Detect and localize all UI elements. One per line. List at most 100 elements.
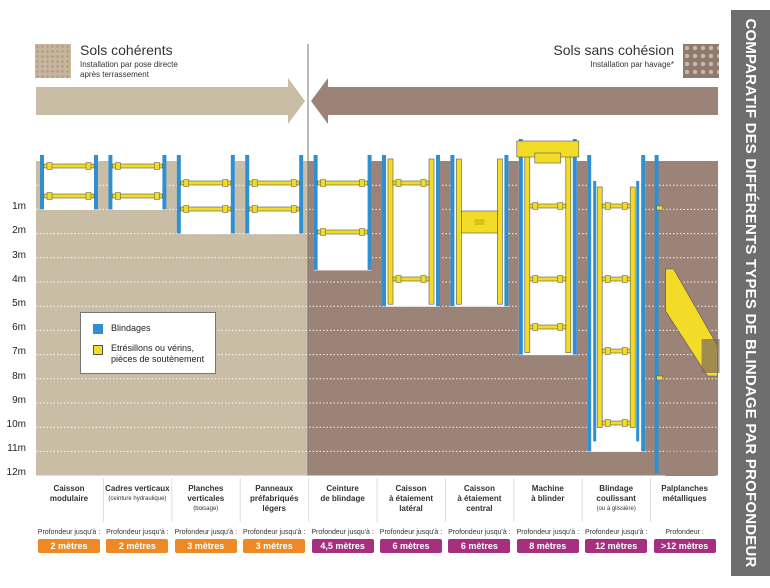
depth-label: 3m [12,249,26,261]
blindage-panel [382,155,386,307]
depth-label: 5m [12,298,26,309]
left-header-subtitle-2: après terrassement [80,70,149,79]
strut-end [395,275,402,283]
blindage-panel [641,155,646,452]
pile-clamp [656,205,663,211]
depth-limit-label: Profondeur jusqu'à : [516,529,580,536]
legend-etresillons-label-2: pièces de soutènement [111,354,205,364]
strut-end [183,179,190,187]
depth-limit-badge: 12 mètres [585,539,648,553]
cohesive-arrow [36,78,305,124]
central-strut-core [474,219,485,225]
depth-label: 8m [12,370,26,382]
column-name: Cadres verticaux(ceinture hydraulique) [105,484,170,502]
strut-end [46,192,53,200]
depth-limit-label: Profondeur jusqu'à : [584,529,648,536]
depth-limit-badge: 2 mètres [106,539,169,553]
blindage-panel [245,155,250,234]
blindage-panel [299,155,304,234]
blindage-panel [108,155,113,210]
depth-limit-label: Profondeur jusqu'à : [37,529,101,536]
blindage-panel [367,155,372,270]
depth-limit-label: Profondeur jusqu'à : [379,529,443,536]
blindage-panel [176,155,181,234]
right-header-title: Sols sans cohésion [553,42,674,58]
depth-label: 7m [12,346,26,358]
support-post [596,186,603,428]
blindage-panel [654,155,659,474]
non-cohesive-soil-swatch [683,44,719,78]
strut [43,163,95,169]
strut-end [115,192,121,200]
depth-limit-label: Profondeur jusqu'à : [448,529,511,536]
depth-label: 12m [6,467,26,479]
strut [180,206,232,212]
depth-label: 1m [12,201,26,213]
strut-end [621,202,628,210]
strut-end [420,179,427,187]
strut-end [604,419,611,427]
cohesive-soil-swatch [35,44,71,78]
strut [112,163,163,169]
strut-end [222,205,229,213]
strut-end [251,179,258,187]
blindage-panel [40,155,44,210]
strut [601,203,631,209]
depth-limit-badge: 3 mètres [174,539,237,553]
blindage-panel [162,155,167,210]
non-cohesive-soil [308,161,718,476]
support-post [524,146,531,353]
strut [180,180,232,186]
non-cohesive-arrow [311,78,718,124]
strut-end [532,323,539,331]
strut [43,193,95,199]
strut-end [621,347,628,355]
strut [529,203,567,209]
support-post [497,158,503,305]
legend-blindage-label: Blindages [111,323,151,333]
strut [601,420,631,426]
strut [317,229,368,235]
trench [313,161,372,271]
strut-end [621,275,628,283]
strut-end [320,228,326,236]
strut [601,276,631,282]
strut-end [115,162,121,170]
strut-end [290,179,297,187]
soil-diagram [36,44,720,522]
depth-limit-badge: 8 mètres [516,539,579,553]
legend: Blindages Etrésillons ou vérins, pièces … [80,312,216,374]
depth-label: 11m [7,443,26,455]
legend-yellow-swatch [93,345,103,355]
depth-limit-label: Profondeur jusqu'à : [311,529,374,536]
blindage-panel [504,155,509,307]
depth-limit-label: Profondeur jusqu'à : [174,529,238,536]
strut [248,180,300,186]
strut-end [359,228,365,236]
depth-limit-badge: 2 mètres [38,539,100,553]
strut [112,193,163,199]
strut-end [154,192,160,200]
machine-top-block [534,152,562,164]
blindage-panel [230,155,235,234]
blindage-panel [636,181,640,442]
strut-end [222,179,229,187]
depth-limit-badge: 4,5 mètres [311,539,374,553]
strut-end [320,179,326,187]
depth-label: 2m [12,225,26,237]
pile-ground [701,339,720,373]
support-post [387,158,394,305]
blindage-panel [313,155,318,270]
trench [245,161,304,235]
strut [392,276,430,282]
support-post [629,186,636,428]
left-header-title: Sols cohérents [80,42,173,58]
strut-end [604,347,611,355]
